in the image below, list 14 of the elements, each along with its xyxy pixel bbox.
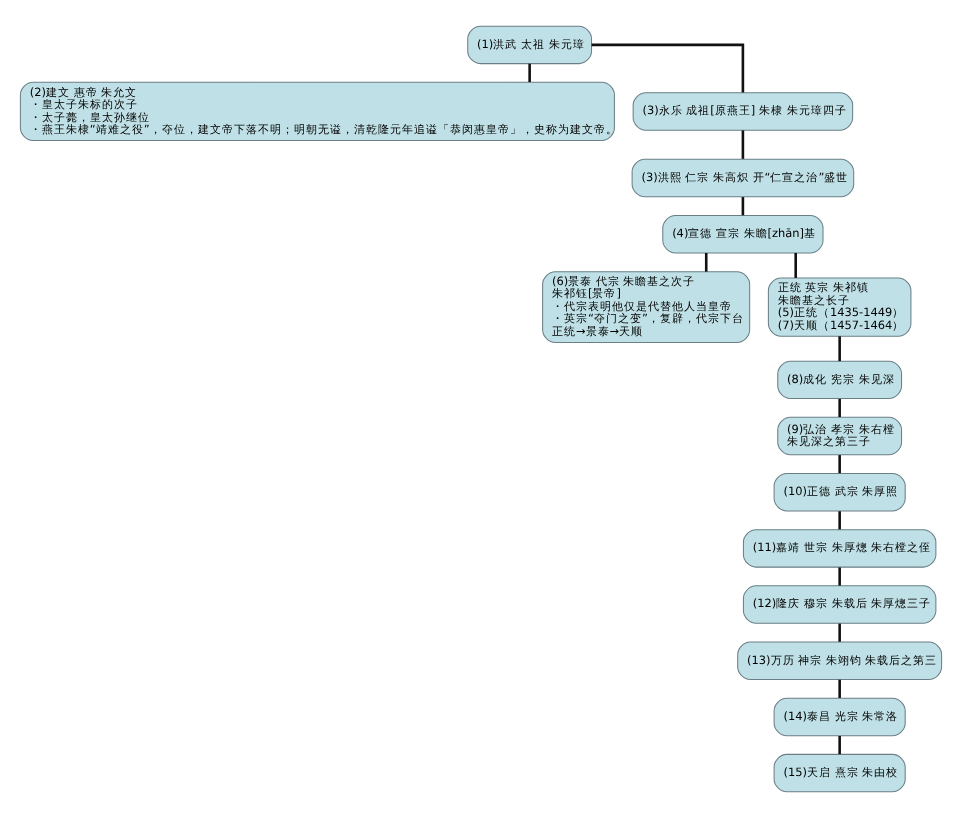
connector [838,567,841,586]
connector [838,398,841,418]
connector [704,253,708,272]
connector [838,735,841,755]
connector [528,63,531,83]
connector [838,511,841,530]
connector [741,197,745,216]
connector [794,253,797,278]
connector [838,679,841,698]
connector [838,336,841,362]
connector [741,130,745,159]
connector [838,623,841,642]
connector [838,455,841,474]
connector [591,43,745,93]
